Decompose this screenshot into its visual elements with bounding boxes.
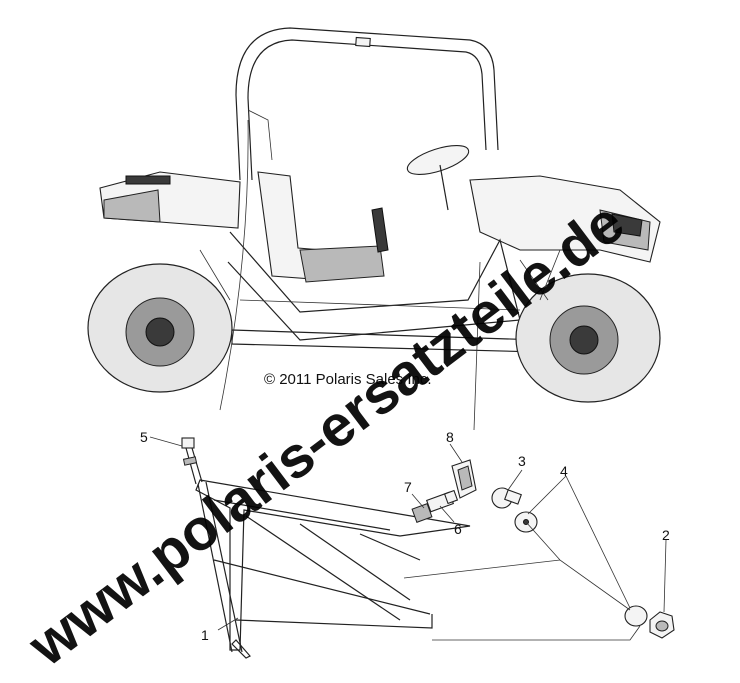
copyright-notice: © 2011 Polaris Sales Inc.	[264, 371, 432, 388]
vehicle-illustration	[87, 27, 661, 431]
side-net-frame	[195, 479, 471, 659]
bracket-8	[451, 459, 477, 499]
callout-2: 2	[662, 527, 670, 543]
leader-lines	[149, 436, 667, 641]
callout-4: 4	[560, 463, 568, 479]
push-rivet-3	[491, 487, 522, 509]
callout-labels: 1 2 3 4 5 6 7 8	[140, 429, 670, 643]
nut-2	[649, 611, 675, 639]
washer-4-lower	[624, 605, 648, 627]
latch-7	[411, 489, 459, 523]
callout-5: 5	[140, 429, 148, 445]
callout-3: 3	[518, 453, 526, 469]
callout-6: 6	[454, 521, 462, 537]
callout-1: 1	[201, 627, 209, 643]
latch-post-5	[181, 437, 203, 485]
callout-8: 8	[446, 429, 454, 445]
callout-7: 7	[404, 479, 412, 495]
roll-cage	[235, 27, 499, 181]
steering-wheel	[406, 145, 470, 175]
